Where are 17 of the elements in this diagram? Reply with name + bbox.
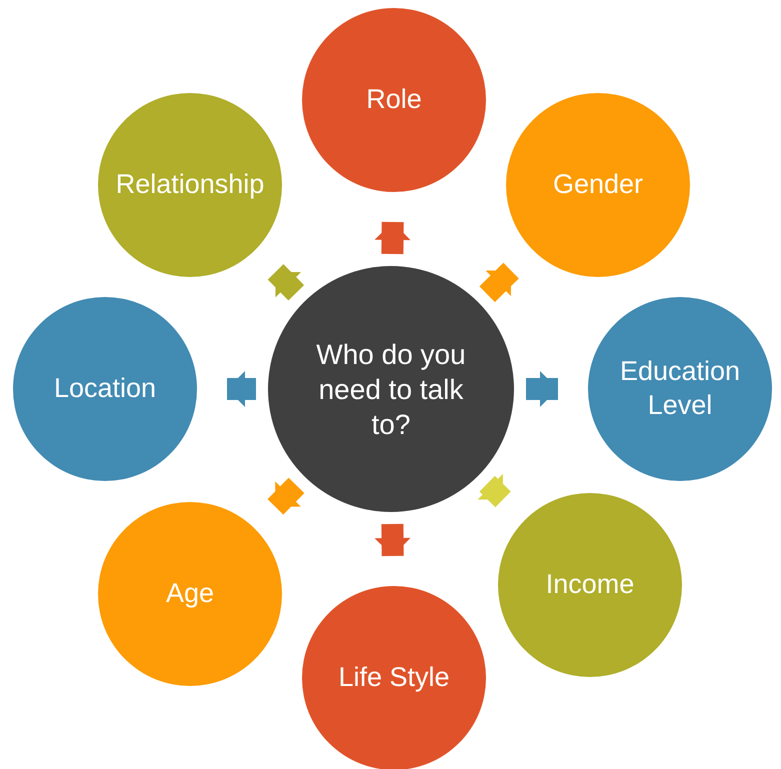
node-label: Role	[365, 83, 423, 116]
block-arrow	[227, 371, 256, 407]
block-arrow	[479, 262, 519, 302]
block-arrow	[526, 371, 558, 407]
block-arrow	[268, 478, 304, 515]
node-label: Who do you need to talk to?	[315, 338, 467, 442]
node-label: Age	[164, 577, 216, 610]
node-label: Relationship	[114, 168, 266, 202]
node-label: Income	[544, 568, 636, 602]
block-arrow	[268, 264, 304, 301]
node-label: Location	[52, 372, 158, 406]
node-label: Education Level	[618, 355, 742, 422]
block-arrow	[374, 222, 411, 254]
block-arrow	[478, 474, 511, 508]
block-arrow	[374, 524, 411, 556]
node-label: Gender	[552, 168, 644, 202]
node-label: Life Style	[337, 661, 451, 694]
